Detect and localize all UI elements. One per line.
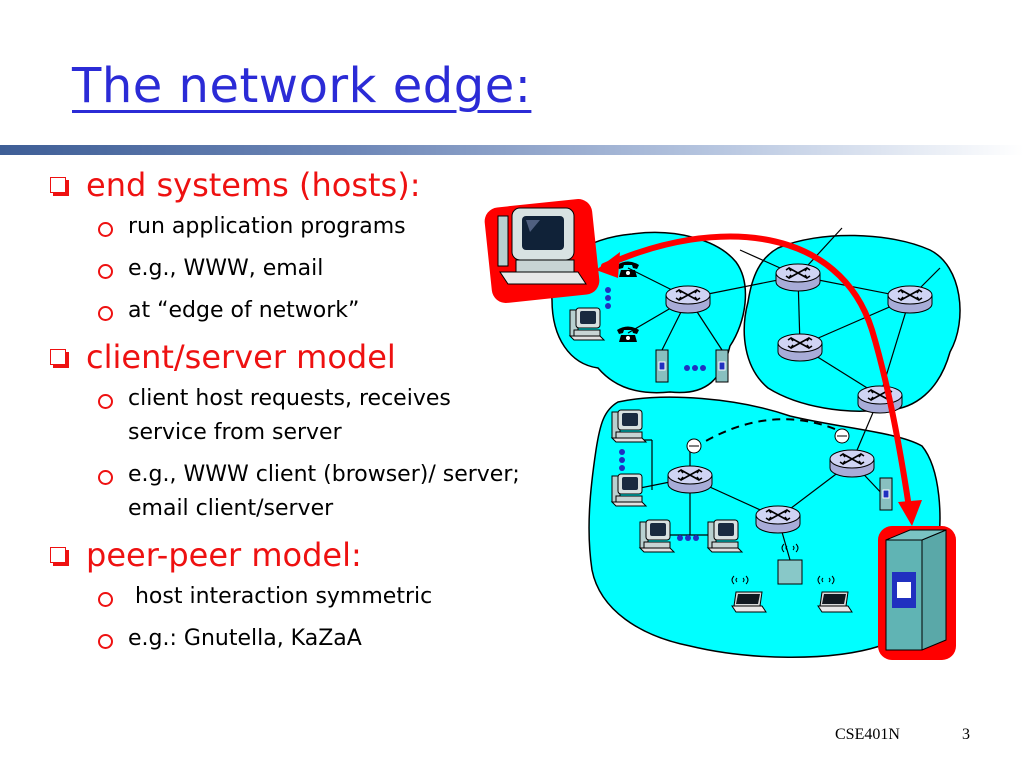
bullet-list: end systems (hosts): run application pro… [46,164,526,664]
bullet-text: client/server model [86,338,396,376]
desktop-computer-icon [569,307,605,341]
sub-bullet: e.g., WWW, email [46,252,526,286]
server-icon [715,349,729,383]
sub-bullet: client host requests, receives service f… [46,382,526,450]
circle-bullet-icon [98,634,113,649]
circle-bullet-icon [98,394,113,409]
slide-title: The network edge: [72,58,532,114]
sub-bullet: e.g.: Gnutella, KaZaA [46,622,526,656]
ellipsis-dots [605,287,706,541]
circle-bullet-icon [98,592,113,607]
dashed-link [693,418,843,449]
sub-bullet-text: e.g.: Gnutella, KaZaA [128,626,362,651]
bullet-peer-peer: peer-peer model: [46,534,526,576]
circle-bullet-icon [98,222,113,237]
circle-bullet-icon [98,306,113,321]
server-icon [655,349,669,383]
square-bullet-icon [50,177,66,193]
desktop-computer-icon [639,519,675,553]
title-divider-bar [0,145,1024,155]
router-icon [887,285,933,314]
sub-bullet: run application programs [46,210,526,244]
sub-bullet: host interaction symmetric [46,580,526,614]
router-icon [755,505,801,534]
desktop-computer-icon [611,409,647,443]
sub-bullet: at “edge of network” [46,294,526,328]
router-icon [857,385,903,414]
bullet-group-client-server: client/server model client host requests… [46,336,526,526]
circle-bullet-icon [98,470,113,485]
sub-bullet-text: client host requests, receives service f… [128,386,451,445]
sub-bullet: e.g., WWW client (browser)/ server; emai… [46,458,526,526]
footer-course-label: CSE401N [835,726,900,743]
sub-bullet-text: at “edge of network” [128,298,360,323]
router-icon [777,333,823,362]
laptop-icon [731,591,767,613]
server-icon [879,477,893,511]
highlighted-client-host [484,199,600,303]
laptop-icon [817,591,853,613]
circle-bullet-icon [98,264,113,279]
square-bullet-icon [50,547,66,563]
sub-bullet-text: run application programs [128,214,406,239]
satellite-dish-icons [686,428,850,454]
router-icon [665,285,711,314]
wireless-access-point [777,559,803,585]
bullet-group-end-systems: end systems (hosts): run application pro… [46,164,526,328]
square-bullet-icon [50,349,66,365]
home-network-region [551,231,747,394]
highlighted-server [878,526,956,660]
sub-bullet-text: host interaction symmetric [128,584,433,609]
router-icon [829,449,875,478]
bullet-group-peer-peer: peer-peer model: host interaction symmet… [46,534,526,656]
router-icon [667,465,713,494]
desktop-computer-icon [707,519,743,553]
sub-bullet-text: e.g., WWW client (browser)/ server; emai… [128,462,520,521]
router-icon [775,263,821,292]
client-server-arrow [596,233,922,526]
bullet-text: end systems (hosts): [86,166,421,204]
desktop-computer-icon [611,473,647,507]
bullet-end-systems: end systems (hosts): [46,164,526,206]
bullet-text: peer-peer model: [86,536,362,574]
sub-bullet-text: e.g., WWW, email [128,256,324,281]
footer-page-number: 3 [962,726,970,743]
bullet-client-server: client/server model [46,336,526,378]
